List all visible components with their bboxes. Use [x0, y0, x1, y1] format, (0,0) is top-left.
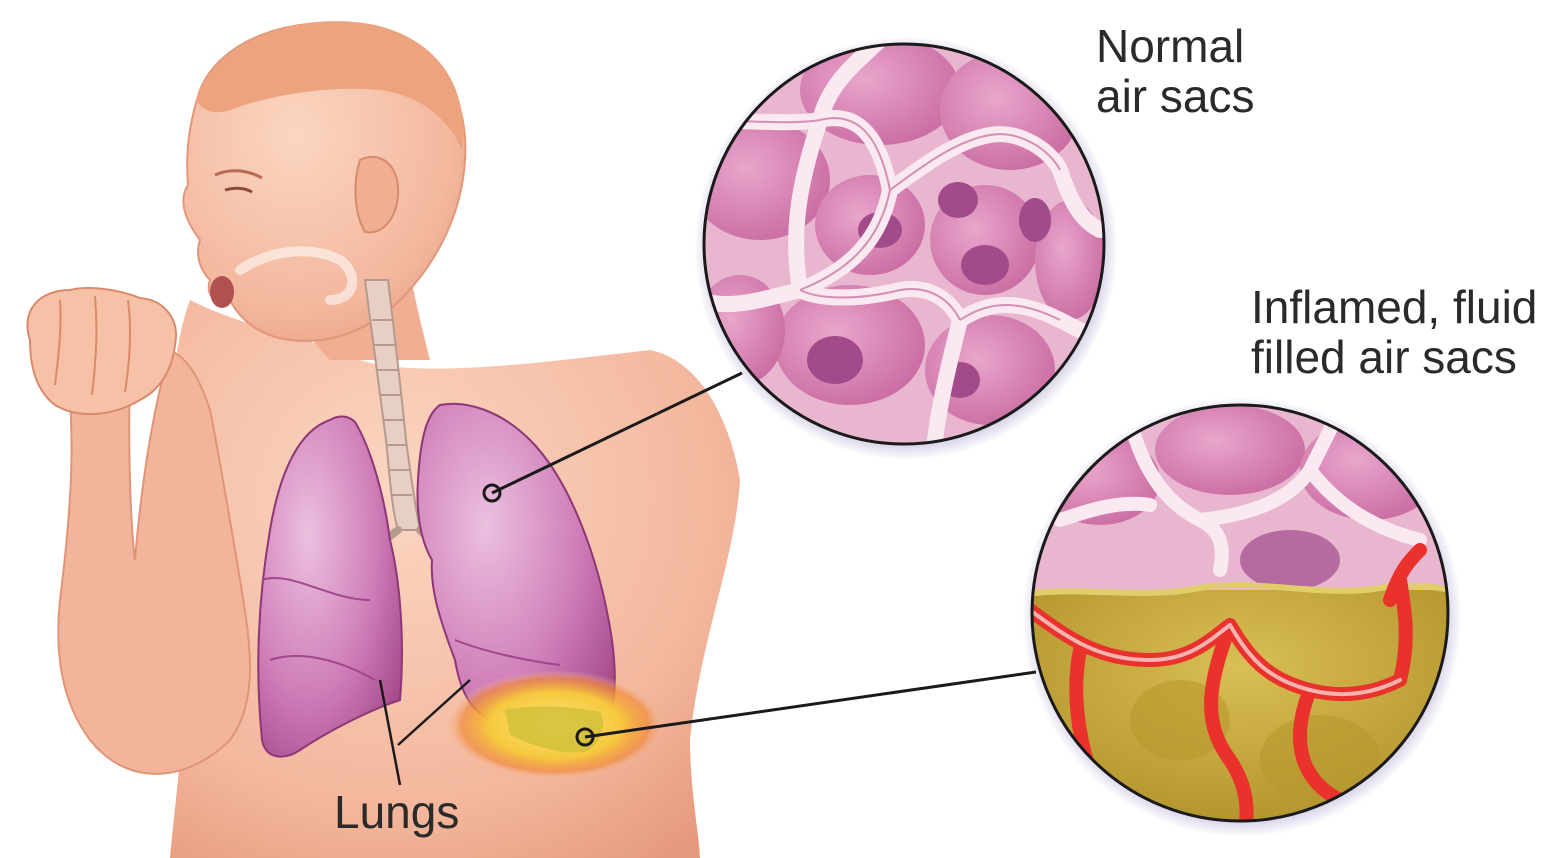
normal-air-sacs-label-line2: air sacs — [1096, 72, 1254, 122]
inflamed-air-sacs-label: Inflamed, fluid filled air sacs — [1251, 283, 1537, 382]
fist — [27, 288, 176, 414]
lungs-label: Lungs — [334, 788, 459, 838]
normal-air-sacs-label-line1: Normal — [1096, 22, 1254, 72]
inflamed-air-sacs-label-line1: Inflamed, fluid — [1251, 283, 1537, 333]
inflamed-air-sacs-label-line2: filled air sacs — [1251, 333, 1537, 383]
normal-air-sacs-inset — [690, 35, 1118, 460]
normal-air-sacs-label: Normal air sacs — [1096, 22, 1254, 121]
inflamed-air-sacs-inset — [1020, 397, 1462, 850]
lungs-label-text: Lungs — [334, 788, 459, 838]
